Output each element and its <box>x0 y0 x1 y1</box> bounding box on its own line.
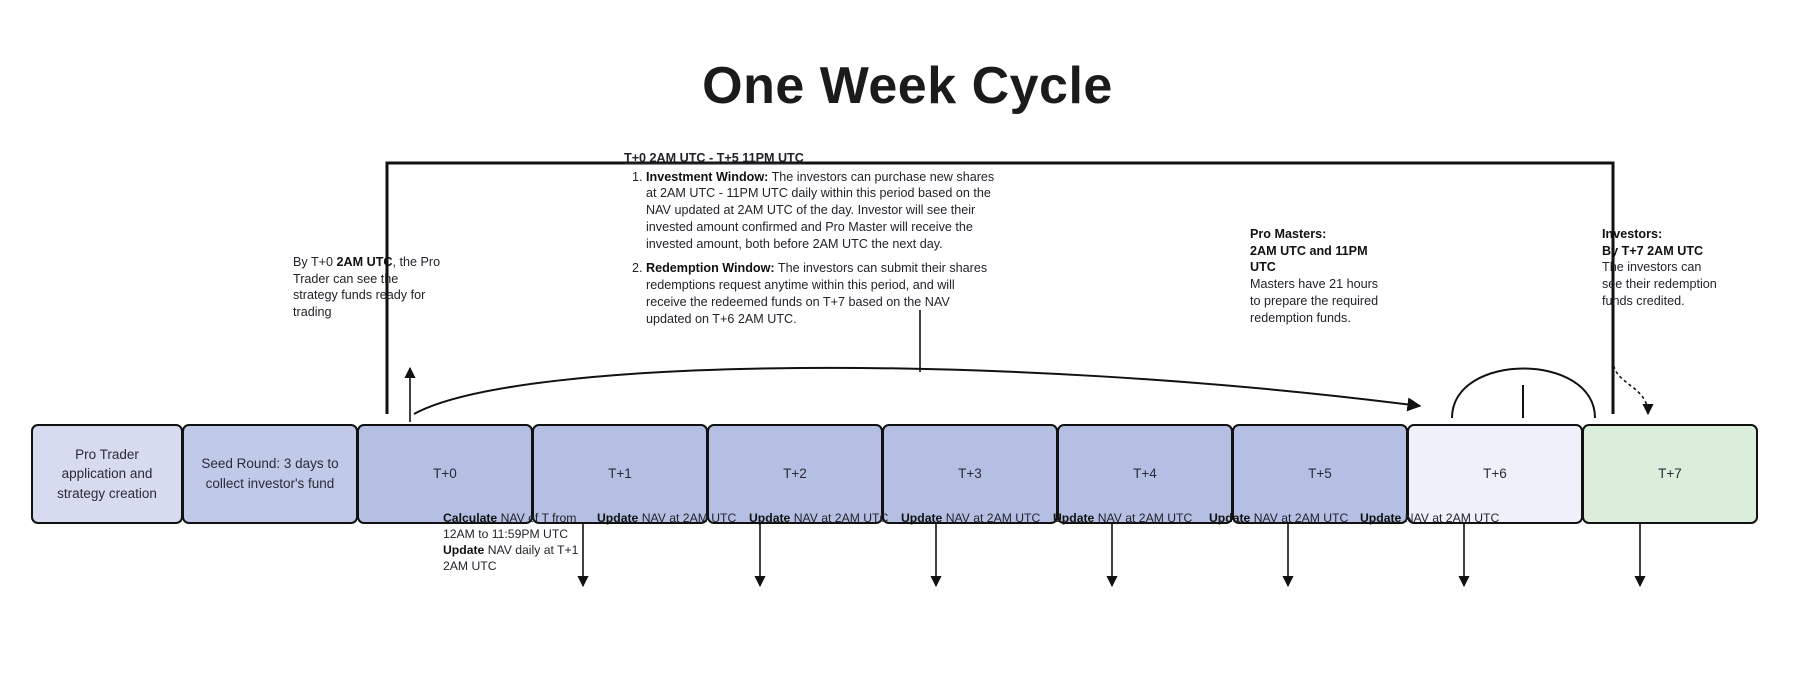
timeline-cell-tplus3[interactable]: T+3 <box>882 424 1058 524</box>
list-item: Redemption Window: The investors can sub… <box>646 260 996 327</box>
nav-note-text: NAV at 2AM UTC <box>1250 511 1349 525</box>
nav-note-action-2: Update <box>443 542 485 557</box>
window-note-list: Investment Window: The investors can pur… <box>624 169 996 328</box>
window-note-heading: T+0 2AM UTC - T+5 11PM UTC <box>624 151 804 165</box>
list-item: Investment Window: The investors can pur… <box>646 169 996 253</box>
timeline-cell-tplus7[interactable]: T+7 <box>1582 424 1758 524</box>
timeline-cell-tplus2[interactable]: T+2 <box>707 424 883 524</box>
nav-note-action: Update <box>1360 511 1402 525</box>
nav-note-3: Update NAV at 2AM UTC <box>901 511 1051 527</box>
timeline-cell-pro-trader-application[interactable]: Pro Trader application and strategy crea… <box>31 424 183 524</box>
nav-note-2: Update NAV at 2AM UTC <box>749 511 899 527</box>
timeline-cell-tplus1[interactable]: T+1 <box>532 424 708 524</box>
nav-note-text: NAV of T from 12AM to 11:59PM UTC <box>443 511 577 541</box>
timeline-cell-tplus6[interactable]: T+6 <box>1407 424 1583 524</box>
nav-note-text: NAV at 2AM UTC <box>1401 511 1500 525</box>
pro-masters-brace <box>1451 367 1596 419</box>
timeline-cell-tplus4[interactable]: T+4 <box>1057 424 1233 524</box>
nav-down-arrows <box>577 524 1646 588</box>
pro-masters-note: Pro Masters: 2AM UTC and 11PM UTC Master… <box>1250 226 1388 326</box>
investment-window-arc <box>413 366 1422 415</box>
timeline-cell-label: Pro Trader application and strategy crea… <box>57 446 157 501</box>
nav-note-text: NAV at 2AM UTC <box>638 511 737 525</box>
timeline-cell-label: T+0 <box>433 466 457 482</box>
nav-note-text: NAV at 2AM UTC <box>942 511 1041 525</box>
timeline-cell-tplus5[interactable]: T+5 <box>1232 424 1408 524</box>
timeline-cell-label: T+4 <box>1133 466 1157 482</box>
nav-note-4: Update NAV at 2AM UTC <box>1053 511 1203 527</box>
nav-note-action: Update <box>749 511 791 525</box>
top-span-bracket <box>385 161 1615 414</box>
redemption-window-text: The investors can submit their shares re… <box>646 261 988 326</box>
nav-note-6: Update NAV at 2AM UTC <box>1360 511 1510 527</box>
nav-note-text-2: NAV daily at T+1 2AM UTC <box>443 542 579 573</box>
investors-title: Investors: <box>1602 227 1663 241</box>
investors-dotted-pointer <box>1612 359 1654 416</box>
investors-body: The investors can see their redemption f… <box>1602 260 1717 308</box>
pro-masters-times: 2AM UTC and 11PM UTC <box>1250 243 1368 275</box>
investors-time: By T+7 2AM UTC <box>1602 243 1704 258</box>
nav-note-text: NAV at 2AM UTC <box>1094 511 1193 525</box>
pro-trader-ready-note: By T+0 2AM UTC, the Pro Trader can see t… <box>293 254 443 321</box>
timeline-cell-label: T+1 <box>608 466 632 482</box>
nav-note-action: Update <box>1209 511 1251 525</box>
investment-redemption-window-note: T+0 2AM UTC - T+5 11PM UTC Investment Wi… <box>624 150 996 327</box>
timeline-cell-label: T+6 <box>1483 466 1507 482</box>
investors-note: Investors: By T+7 2AM UTC The investors … <box>1602 226 1724 310</box>
nav-note-action: Update <box>1053 511 1095 525</box>
left-note-pre: By T+0 <box>293 255 337 269</box>
nav-note-action: Update <box>597 511 639 525</box>
nav-note-1: Update NAV at 2AM UTC <box>597 511 747 527</box>
nav-note-5: Update NAV at 2AM UTC <box>1209 511 1359 527</box>
pro-masters-body: Masters have 21 hours to prepare the req… <box>1250 277 1379 325</box>
investment-window-term: Investment Window: <box>646 169 769 184</box>
timeline-cell-tplus0[interactable]: T+0 <box>357 424 533 524</box>
investment-window-text: The investors can purchase new shares at… <box>646 169 995 251</box>
timeline-cell-seed-round[interactable]: Seed Round: 3 days to collect investor's… <box>182 424 358 524</box>
nav-note-action: Update <box>901 511 943 525</box>
nav-note-text: NAV at 2AM UTC <box>790 511 889 525</box>
timeline-cell-label: T+3 <box>958 466 982 482</box>
redemption-window-term: Redemption Window: <box>646 261 775 276</box>
timeline-bar: Pro Trader application and strategy crea… <box>31 424 1791 524</box>
left-note-bold: 2AM UTC <box>336 255 393 269</box>
nav-note-action: Calculate <box>443 511 498 525</box>
timeline-cell-label: Seed Round: 3 days to collect investor's… <box>201 456 339 491</box>
nav-note-0: Calculate NAV of T from 12AM to 11:59PM … <box>443 511 583 574</box>
page-title: One Week Cycle <box>702 57 1113 115</box>
timeline-cell-label: T+5 <box>1308 466 1332 482</box>
left-note-post: , the Pro Trader can see the strategy fu… <box>293 255 441 320</box>
pro-masters-title: Pro Masters: <box>1250 227 1327 241</box>
timeline-cell-label: T+7 <box>1658 466 1682 482</box>
timeline-cell-label: T+2 <box>783 466 807 482</box>
